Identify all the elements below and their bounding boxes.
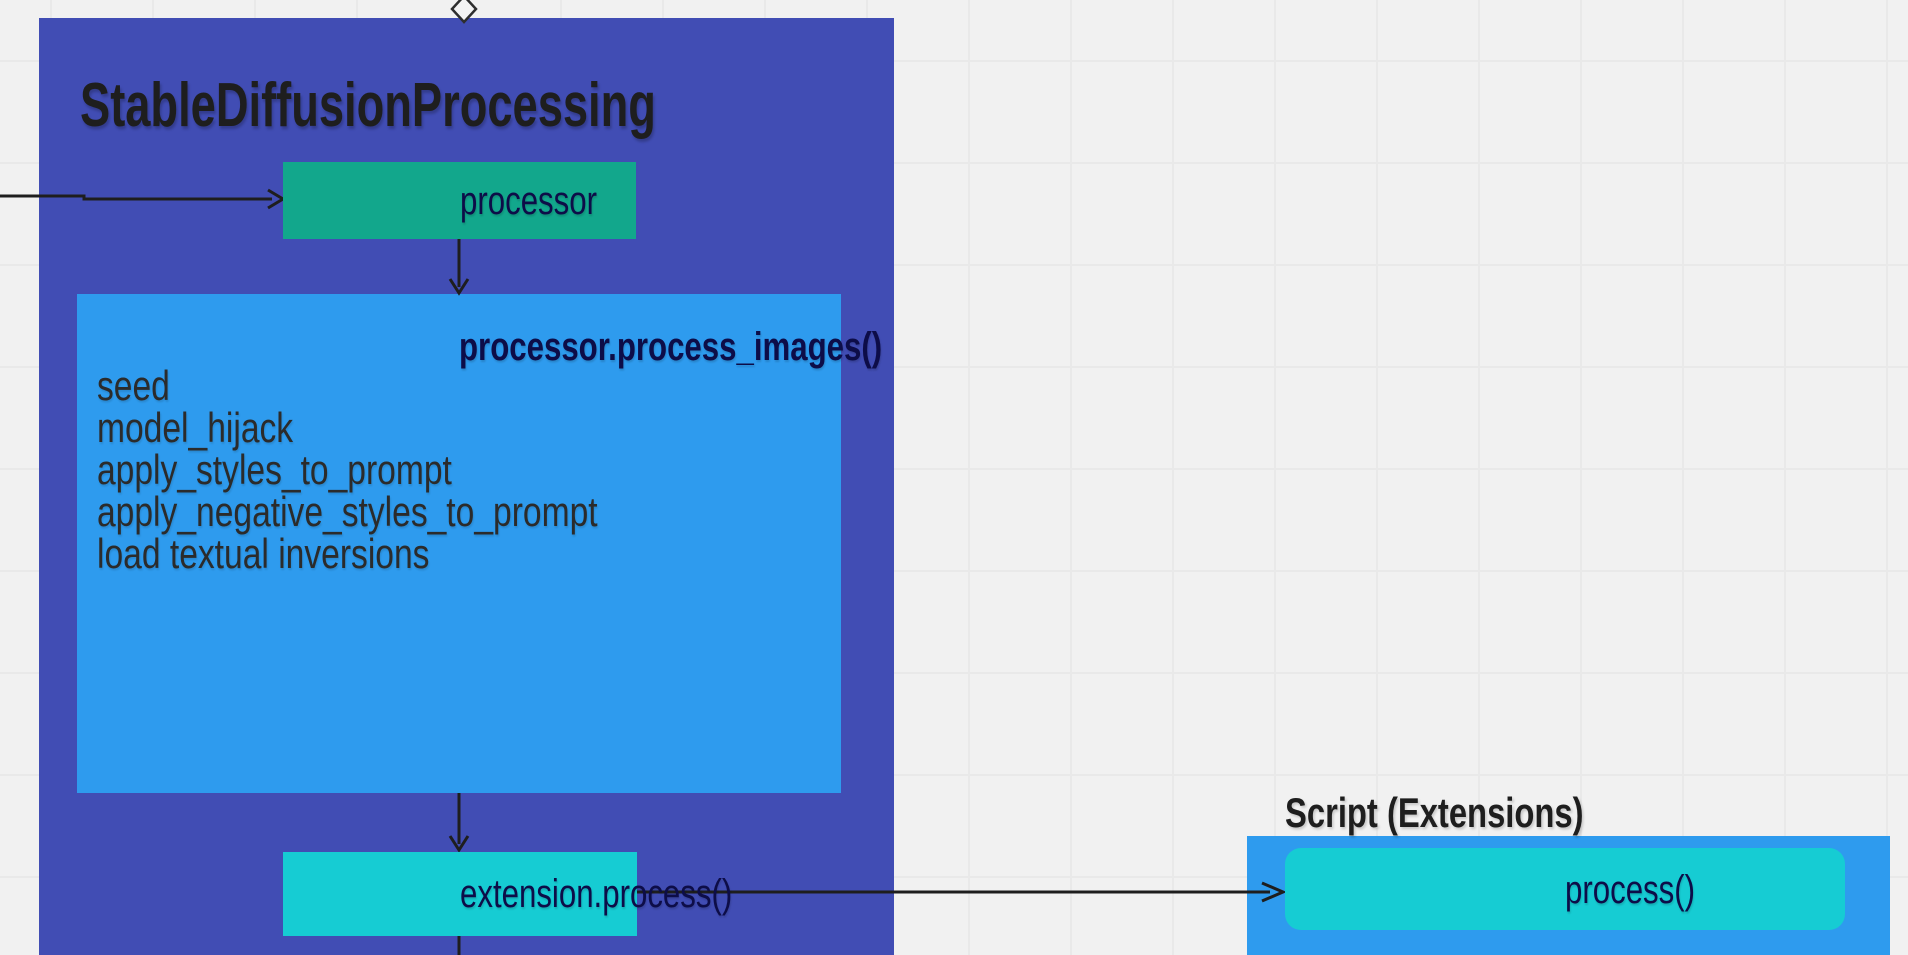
method-item: apply_negative_styles_to_prompt	[97, 488, 598, 535]
title-stable-diffusion-processing: StableDiffusionProcessing	[80, 71, 656, 140]
arrow-into-processor[interactable]	[0, 188, 286, 210]
title-script-extensions: Script (Extensions)	[1285, 789, 1584, 836]
arrow-process-images-to-extension-process[interactable]	[448, 793, 470, 853]
title-process-images: processor.process_images()	[459, 325, 883, 369]
method-item: apply_styles_to_prompt	[97, 446, 452, 493]
label-processor: processor	[460, 179, 597, 223]
method-item: model_hijack	[97, 404, 294, 451]
method-list: seed model_hijack apply_styles_to_prompt…	[97, 362, 723, 577]
label-script-process: process()	[1565, 868, 1696, 912]
box-process-images[interactable]	[77, 294, 841, 793]
node-extension-process[interactable]	[283, 852, 637, 936]
diamond-connection-point[interactable]	[450, 0, 478, 24]
arrow-extension-process-to-script-process[interactable]	[637, 881, 1287, 903]
method-item: load textual inversions	[97, 530, 430, 577]
arrow-processor-to-process-images[interactable]	[448, 239, 470, 296]
node-processor[interactable]	[283, 162, 636, 239]
label-extension-process: extension.process()	[460, 872, 733, 916]
node-script-process[interactable]	[1285, 848, 1845, 930]
method-item: seed	[97, 362, 170, 409]
